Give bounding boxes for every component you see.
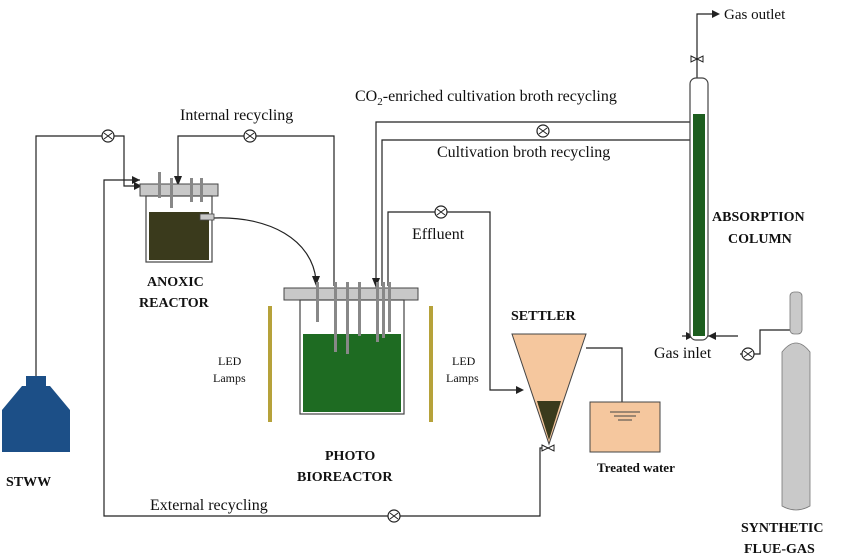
arrow-gas-inlet <box>708 332 716 340</box>
anoxic-label: ANOXIC <box>147 275 204 290</box>
labels: Gas outlet CO2-enriched cultivation brot… <box>6 7 823 557</box>
gas-cylinder <box>781 291 811 511</box>
effluent-pipe <box>387 211 522 391</box>
pump-icon <box>387 509 401 523</box>
effluent-label: Effluent <box>412 226 465 243</box>
valve-icon <box>690 55 704 63</box>
pump-icon <box>741 347 755 361</box>
stww-feed-pipe <box>35 135 140 382</box>
cultivation-broth-recycling-label: Cultivation broth recycling <box>437 144 610 161</box>
absorption-column <box>689 77 709 341</box>
bioreactor-label: BIOREACTOR <box>297 470 393 485</box>
internal-recycling-label: Internal recycling <box>180 107 293 124</box>
reactor-label: REACTOR <box>139 296 210 311</box>
co2-recycling-label: CO2-enriched cultivation broth recycling <box>355 88 617 108</box>
led-lamps-right-label-1: LED <box>452 354 476 368</box>
arrow-internal-recycling <box>174 176 182 186</box>
external-recycling-label: External recycling <box>150 497 268 514</box>
pump-icon <box>101 129 115 143</box>
pipes <box>35 13 797 517</box>
arrow-anoxic-to-pbr <box>312 276 320 286</box>
column-label: COLUMN <box>728 232 792 247</box>
led-lamps <box>268 306 433 422</box>
pump-icon <box>536 124 550 138</box>
arrow-external-recycling <box>132 176 140 184</box>
led-lamps-left-label-1: LED <box>218 354 242 368</box>
settler <box>511 333 587 446</box>
absorption-label: ABSORPTION <box>712 210 805 225</box>
settler-overflow-pipe <box>586 347 623 402</box>
arrow-feed <box>134 182 142 190</box>
stww-tank <box>2 376 70 452</box>
settler-label: SETTLER <box>511 309 576 324</box>
external-recycling-pipe <box>103 179 548 517</box>
led-lamp-left <box>268 306 272 422</box>
synthetic-label: SYNTHETIC <box>741 521 823 536</box>
co2-broth-recycling-pipe <box>375 121 694 286</box>
led-lamps-right-label-2: Lamps <box>446 371 479 385</box>
cultivation-broth-recycling-pipe <box>381 139 694 286</box>
photobioreactor <box>283 282 419 415</box>
pumps <box>101 124 755 523</box>
arrow-gas-outlet <box>712 10 720 18</box>
gas-inlet-label: Gas inlet <box>654 345 712 362</box>
flue-gas-label: FLUE-GAS <box>744 542 815 557</box>
pump-icon <box>243 129 257 143</box>
treated-water-label: Treated water <box>597 460 675 475</box>
valve-icon <box>541 444 555 452</box>
photo-label: PHOTO <box>325 449 375 464</box>
arrow-effluent <box>516 386 524 394</box>
valves <box>541 55 704 452</box>
arrows <box>132 10 720 394</box>
anoxic-to-pbr-pipe <box>213 217 317 281</box>
led-lamps-left-label-2: Lamps <box>213 371 246 385</box>
gas-outlet-pipe <box>696 13 712 78</box>
stww-label: STWW <box>6 475 51 490</box>
gas-outlet-label: Gas outlet <box>724 7 786 23</box>
pump-icon <box>434 205 448 219</box>
treated-water-tank <box>589 401 661 453</box>
led-lamp-right <box>429 306 433 422</box>
anoxic-reactor <box>139 172 219 263</box>
